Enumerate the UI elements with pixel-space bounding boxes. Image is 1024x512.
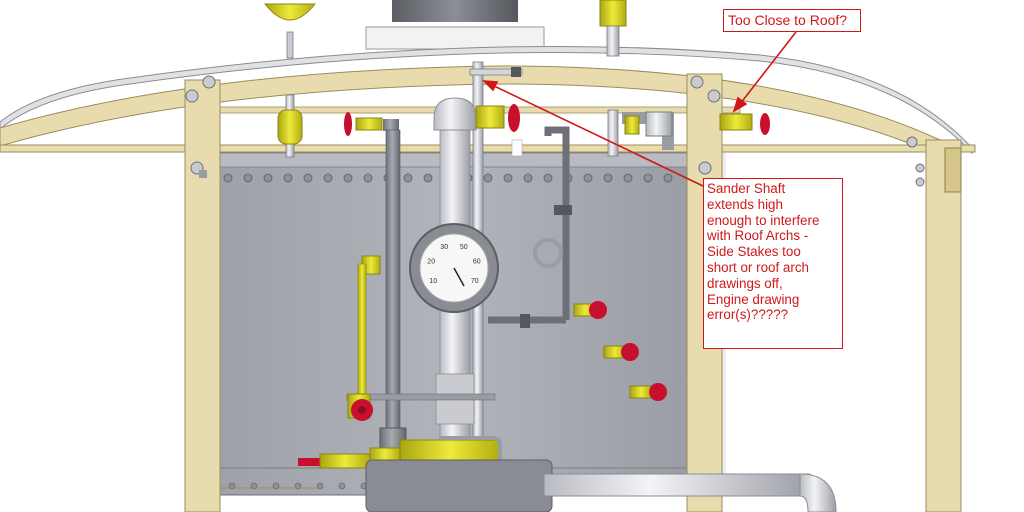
lubricator-icon bbox=[347, 255, 381, 421]
rivet bbox=[643, 173, 653, 183]
injector-piping bbox=[488, 109, 770, 328]
side-stakes bbox=[184, 73, 962, 512]
rivet bbox=[223, 173, 233, 183]
valve-handle-icon bbox=[589, 301, 607, 319]
bolt-icon bbox=[185, 75, 925, 187]
pop-valve bbox=[599, 0, 627, 57]
rivet bbox=[303, 173, 313, 183]
valve-handle-icon bbox=[649, 383, 667, 401]
rivet bbox=[483, 173, 493, 183]
gauge-number: 70 bbox=[471, 278, 479, 285]
gauge-number: 50 bbox=[460, 244, 468, 251]
rivet bbox=[338, 482, 346, 490]
steam-dome bbox=[365, 0, 545, 50]
whistle bbox=[263, 3, 317, 59]
rivet bbox=[263, 173, 273, 183]
rivet bbox=[663, 173, 673, 183]
gauge-cocks bbox=[573, 301, 667, 401]
gauge-number: 30 bbox=[440, 244, 448, 251]
rivet bbox=[503, 173, 513, 183]
roof bbox=[0, 45, 976, 157]
valve-handle-icon bbox=[760, 113, 770, 135]
rivet bbox=[283, 173, 293, 183]
rivet bbox=[623, 173, 633, 183]
gauge-needle bbox=[453, 267, 465, 287]
roof-clearance-note: Too Close to Roof? bbox=[723, 9, 861, 32]
rivet bbox=[543, 173, 553, 183]
valve-handle-icon bbox=[621, 343, 639, 361]
gauge-dial: 10 20 30 50 60 70 bbox=[427, 244, 481, 287]
gauge-number: 20 bbox=[427, 259, 435, 266]
firebox-base bbox=[298, 436, 837, 512]
rivet bbox=[243, 173, 253, 183]
valve-handle-icon bbox=[508, 104, 520, 132]
rivet bbox=[363, 173, 373, 183]
rivet bbox=[343, 173, 353, 183]
left-valve-cluster bbox=[277, 94, 407, 455]
rivet bbox=[423, 173, 433, 183]
rivet bbox=[403, 173, 413, 183]
valve-handle-icon bbox=[344, 112, 352, 136]
rivet bbox=[583, 173, 593, 183]
annotation-arrows bbox=[481, 31, 797, 187]
gauge-number: 60 bbox=[473, 259, 481, 266]
rivet bbox=[603, 173, 613, 183]
gauge-number: 10 bbox=[429, 278, 437, 285]
rivet bbox=[523, 173, 533, 183]
sander-shaft-note: Sander Shaft extends high enough to inte… bbox=[703, 178, 843, 349]
rivet bbox=[323, 173, 333, 183]
